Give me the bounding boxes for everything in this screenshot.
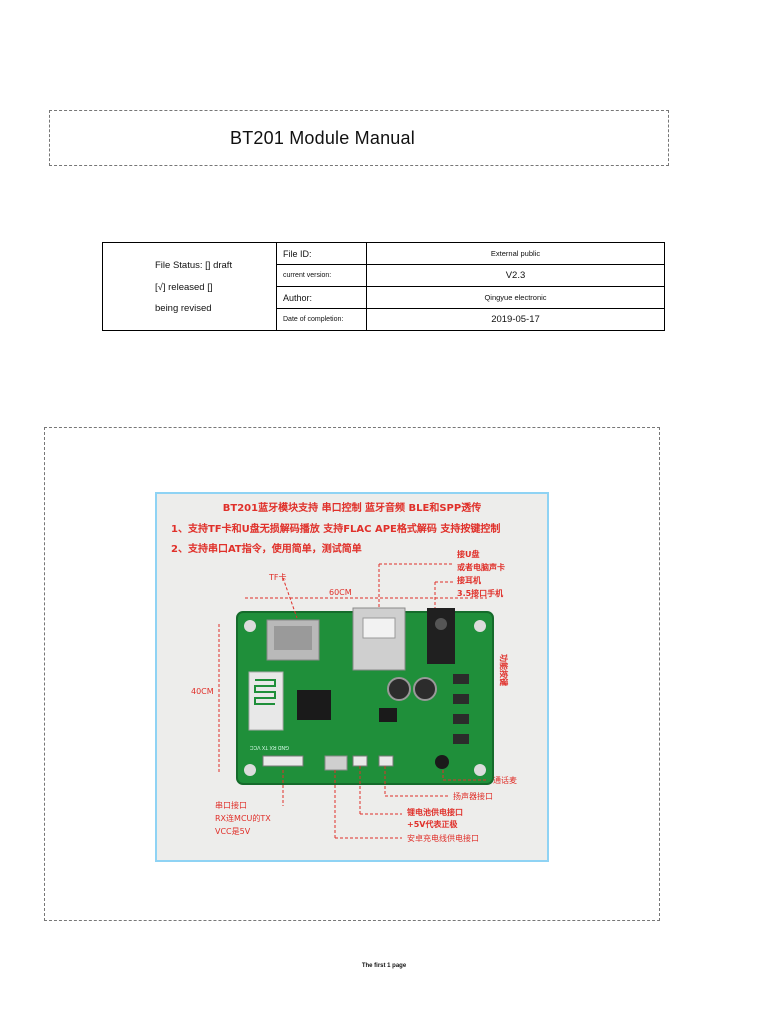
row-value-author: Qingyue electronic	[366, 286, 665, 309]
usb-port	[352, 607, 406, 671]
label-battery: 锂电池供电接口	[407, 807, 463, 817]
file-status-line: being revised	[155, 302, 212, 314]
image-frame	[44, 427, 660, 921]
label-uart-2: RX连MCU的TX	[215, 813, 271, 823]
photo-heading: BT201蓝牙模块支持 串口控制 蓝牙音频 BLE和SPP透传	[223, 501, 481, 514]
microphone	[435, 755, 449, 769]
row-value-file-id: External public	[366, 242, 665, 265]
table-row: Date of completion: 2019-05-17	[103, 308, 665, 331]
capacitor	[413, 677, 437, 701]
row-label-version: current version:	[276, 264, 367, 287]
photo-feature-2: 2、支持串口AT指令，使用简单，测试简单	[171, 542, 362, 555]
row-label-author: Author:	[276, 286, 367, 309]
silk-pin-labels: GND RX TX VCC	[250, 744, 289, 750]
mounting-hole	[244, 764, 256, 776]
main-chip	[297, 690, 331, 720]
label-uart-3: VCC是5V	[215, 827, 251, 836]
label-plus-5v: +5V代表正极	[407, 819, 457, 829]
function-button	[453, 694, 469, 704]
mounting-hole	[474, 620, 486, 632]
label-function-keys: 功能按键	[499, 654, 509, 686]
label-height: 40CM	[191, 687, 214, 696]
file-status-line: [√] released []	[155, 281, 213, 293]
document-title: BT201 Module Manual	[230, 128, 415, 148]
row-label-date: Date of completion:	[276, 308, 367, 331]
file-status-cell: File Status: [] draft [√] released [] be…	[102, 242, 277, 331]
photo-feature-1: 1、支持TF卡和U盘无损解码播放 支持FLAC APE格式解码 支持按键控制	[171, 522, 500, 535]
function-button	[453, 734, 469, 744]
label-speaker: 扬声器接口	[453, 791, 493, 801]
battery-header	[352, 755, 368, 767]
row-value-date: 2019-05-17	[366, 308, 665, 331]
label-usb-2: 或者电脑声卡	[457, 562, 505, 572]
module-photo: BT201蓝牙模块支持 串口控制 蓝牙音频 BLE和SPP透传 1、支持TF卡和…	[155, 492, 549, 862]
micro-usb-port	[324, 755, 348, 771]
mounting-hole	[244, 620, 256, 632]
label-uart-1: 串口接口	[215, 800, 247, 810]
function-button	[453, 714, 469, 724]
label-jack-1: 接耳机	[457, 575, 481, 585]
title-box: BT201 Module Manual	[49, 110, 669, 166]
label-android-charge: 安卓充电线供电接口	[407, 833, 479, 843]
row-value-version: V2.3	[366, 264, 665, 287]
file-status-line: File Status: [] draft	[155, 259, 233, 271]
audio-jack	[427, 608, 455, 664]
label-mic: 通话麦	[493, 775, 517, 785]
label-usb-1: 接U盘	[457, 549, 480, 559]
page-footer: The first 1 page	[361, 963, 407, 969]
amp-chip	[379, 708, 397, 722]
uart-header	[262, 755, 304, 767]
capacitor	[387, 677, 411, 701]
table-row: File Status: [] draft [√] released [] be…	[102, 242, 665, 331]
file-info-table: File Status: [] draft [√] released [] be…	[102, 242, 665, 331]
module-photo-drawing: BT201蓝牙模块支持 串口控制 蓝牙音频 BLE和SPP透传 1、支持TF卡和…	[157, 494, 547, 860]
speaker-header	[378, 755, 394, 767]
label-jack-2: 3.5接口手机	[457, 588, 503, 598]
annotation-lines	[218, 563, 487, 839]
mounting-hole	[474, 764, 486, 776]
label-tf-card: TF卡	[268, 572, 287, 582]
label-width: 60CM	[329, 588, 352, 597]
function-button	[453, 674, 469, 684]
row-label-file-id: File ID:	[276, 242, 367, 265]
table-row: Author: Qingyue electronic	[103, 286, 665, 309]
